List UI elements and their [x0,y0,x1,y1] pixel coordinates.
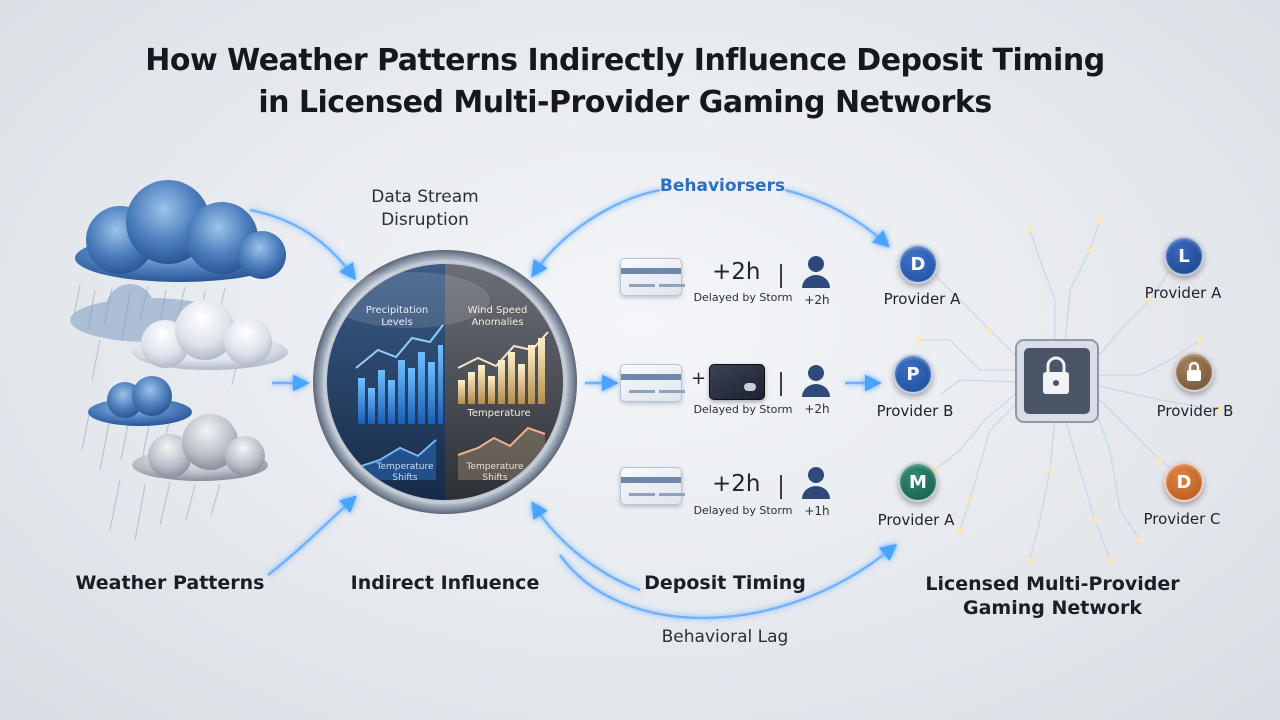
deposit-note: Delayed by Storm [693,291,793,304]
behaviors-label: Behaviorsers [659,176,786,196]
cloud-icon-gray [132,414,268,481]
person-delay: +2h [804,402,830,416]
person-icon [802,467,830,499]
circuit-nodes [917,217,1223,563]
lens-label-temp-shifts-right: Temperature Shifts [460,462,530,484]
lens-label-wind-1: Wind Speed [467,305,528,316]
lens-label-precipitation-1: Precipitation [365,305,429,316]
lock-icon [1043,356,1069,394]
provider-label: Provider A [883,290,961,308]
deposit-delay: +2h [712,471,761,497]
lens-label-precipitation: Precipitation Levels [362,305,432,329]
lens-label-temp-shifts-left-1: Temperature [376,462,434,472]
lens-label-temp-shifts-left: Temperature Shifts [370,462,440,484]
lens-label-temp-shifts-right-1: Temperature [466,462,524,472]
provider-glyph: P [906,363,920,385]
provider-badge-a-1[interactable]: D [898,244,938,284]
provider-badge-b-2[interactable] [1174,352,1214,392]
divider [780,372,782,396]
deposit-note: Delayed by Storm [693,504,793,517]
deposit-delay: +2h [712,259,761,285]
stage-gaming-network: Licensed Multi-Provider Gaming Network [900,572,1205,620]
data-stream-label: Data Stream Disruption [350,186,500,232]
lock-icon [1187,361,1201,381]
provider-glyph: D [1176,471,1192,493]
data-stream-line-1: Data Stream [371,187,479,207]
cloud-icon-storm [75,180,286,282]
provider-label: Provider A [1144,284,1222,302]
deposit-delay: + [691,368,707,389]
provider-label: Provider B [1156,402,1234,420]
person-delay: +1h [804,504,830,518]
lens-label-wind: Wind Speed Anomalies [460,305,535,329]
stage-weather-patterns: Weather Patterns [75,572,265,594]
card-icon [620,364,682,402]
card-icon-dark [709,364,765,400]
provider-badge-b-1[interactable]: P [893,354,933,394]
title-line-2: in Licensed Multi-Provider Gaming Networ… [258,85,992,120]
person-icon [802,256,830,288]
person-icon [802,365,830,397]
cloud-icon-white [132,300,288,370]
stage-deposit-timing: Deposit Timing [644,572,806,594]
page-title: How Weather Patterns Indirectly Influenc… [0,40,1250,124]
provider-label: Provider C [1143,510,1221,528]
lens-label-temp-shifts-right-2: Shifts [482,473,508,483]
stage-gaming-network-line-1: Licensed Multi-Provider [925,573,1180,595]
arrow-icon [249,188,898,620]
lens-label-temp-shifts-left-2: Shifts [392,473,418,483]
title-line-1: How Weather Patterns Indirectly Influenc… [145,43,1105,78]
deposit-note: Delayed by Storm [693,403,793,416]
card-icon [620,258,682,296]
chip-icon [1015,339,1099,423]
card-icon [620,467,682,505]
lens-label-wind-2: Anomalies [471,317,524,328]
behavioral-lag-label: Behavioral Lag [661,627,789,647]
stage-indirect-influence: Indirect Influence [350,572,540,594]
lens-label-precipitation-2: Levels [381,317,413,328]
data-lens [313,250,577,514]
cloud-icon-small-blue [88,376,192,426]
stage-gaming-network-line-2: Gaming Network [963,597,1142,619]
person-delay: +2h [804,293,830,307]
provider-glyph: L [1178,245,1190,267]
data-stream-line-2: Disruption [381,210,469,230]
provider-glyph: M [909,471,927,493]
lens-label-temperature: Temperature [467,408,531,419]
provider-badge-a-2[interactable]: L [1164,236,1204,276]
divider [780,264,782,288]
provider-glyph: D [910,253,926,275]
provider-label: Provider A [877,511,955,529]
divider [780,475,782,499]
provider-label: Provider B [876,402,954,420]
provider-badge-a-3[interactable]: M [898,462,938,502]
provider-badge-c[interactable]: D [1164,462,1204,502]
